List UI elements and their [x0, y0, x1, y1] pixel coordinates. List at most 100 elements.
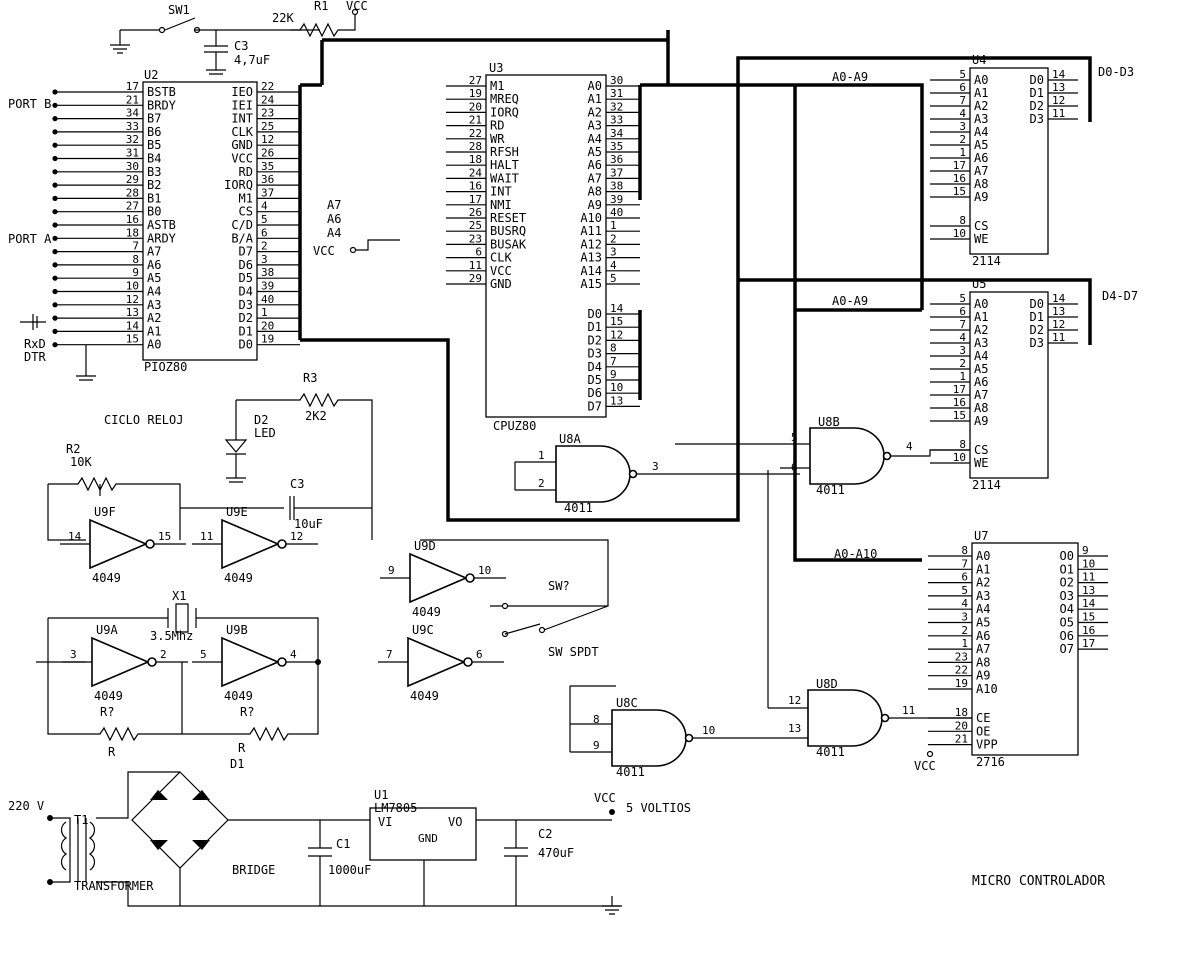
vcc-out-label: VCC	[594, 791, 616, 805]
u8c-name: U8C	[616, 696, 638, 710]
pio-left-pin-num: 21	[126, 93, 139, 106]
ram2-addr-pin-num: 2	[959, 357, 966, 370]
u9a-out: 2	[160, 648, 167, 661]
cpu-addr-pin-name: A8	[588, 185, 602, 199]
cpu-addr-pin-num: 3	[610, 246, 617, 259]
pio-left-pin-dot	[52, 235, 58, 241]
tap-vcc: VCC	[313, 244, 335, 258]
pio-right-pin-name: D4	[239, 285, 253, 299]
cpu-ctrl-pin-name: HALT	[490, 158, 519, 172]
pio-right-pin-name: B/A	[231, 231, 253, 245]
pio-left-pin-name: B4	[147, 152, 161, 166]
pio-left-pin-name: B1	[147, 191, 161, 205]
eprom-addr-pin-name: A8	[976, 655, 990, 669]
d2-label: D2	[254, 413, 268, 427]
ram1-addr-pin-num: 16	[953, 172, 966, 185]
pio-right-pin-name: D3	[239, 298, 253, 312]
u9d-name: U9D	[414, 539, 436, 553]
rq2: R?	[240, 705, 254, 719]
pio-left-pin-dot	[52, 209, 58, 215]
cpu-addr-pin-num: 2	[610, 232, 617, 245]
c3-top-value: 4,7uF	[234, 53, 270, 67]
u8b-name: U8B	[818, 415, 840, 429]
cpu-ctrl-pin-name: WAIT	[490, 171, 519, 185]
pio-left-pin-dot	[52, 142, 58, 148]
ram1-ctrl-pin-name: WE	[974, 232, 988, 246]
cpu-data-pin-name: D1	[588, 320, 602, 334]
cpu-data-pin-name: D3	[588, 347, 602, 361]
ram2-addr-pin-name: A6	[974, 375, 988, 389]
ram1-addr-pin-num: 5	[959, 68, 966, 81]
cpu-ctrl-pin-name: RFSH	[490, 145, 519, 159]
cpu-addr-pin-num: 5	[610, 272, 617, 285]
pio-left-pin-num: 28	[126, 186, 139, 199]
ram1-data-pin-name: D2	[1030, 99, 1044, 113]
pio-right-pin-num: 20	[261, 319, 274, 332]
pio-right-pin-num: 12	[261, 133, 274, 146]
cpu-ctrl-pin-num: 21	[469, 114, 482, 127]
cpu-ctrl-pin-num: 26	[469, 206, 482, 219]
cpu-addr-pin-name: A7	[588, 171, 602, 185]
pio-left-pin-name: A4	[147, 285, 161, 299]
ram2-data-pin-name: D3	[1030, 336, 1044, 350]
cpu-addr-pin-num: 33	[610, 114, 623, 127]
eprom-data-pin-num: 11	[1082, 571, 1095, 584]
addr-taps: A7 A6 A4 VCC	[313, 198, 400, 258]
pio-right-pin-name: RD	[239, 165, 253, 179]
cpu-data-pin-num: 12	[610, 328, 623, 341]
eprom-data-pin-name: O7	[1060, 642, 1074, 656]
pio-left-pin-dot	[52, 288, 58, 295]
eprom-addr-pin-name: A9	[976, 669, 990, 683]
ram1-addr-pin-name: A5	[974, 138, 988, 152]
r1-value: 22K	[272, 11, 294, 25]
pio-left-pin-dot	[52, 328, 58, 334]
u8b-out: 4	[906, 440, 913, 453]
pio-right-pin-num: 2	[261, 240, 268, 253]
eprom-addr-pin-name: A10	[976, 682, 998, 696]
cpu-addr-pin-num: 40	[610, 206, 623, 219]
pio-left-pin-dot	[52, 129, 58, 135]
eprom-addr-pin-name: A2	[976, 576, 990, 590]
pio-right-pin-name: CS	[239, 205, 253, 219]
c1-label: C1	[336, 837, 350, 851]
cpu-addr-pin-name: A12	[580, 237, 602, 251]
eprom-addr-pin-num: 22	[955, 664, 968, 677]
ram2-data-pin-name: D2	[1030, 323, 1044, 337]
cpu-addr-pin-num: 39	[610, 193, 623, 206]
ram2-addr-pin-num: 15	[953, 409, 966, 422]
eprom-data-pin-name: O5	[1060, 616, 1074, 630]
sw-q-label: SW?	[548, 579, 570, 593]
u8d-part: 4011	[816, 745, 845, 759]
bus-lines	[298, 30, 1092, 562]
pio-left-pin-num: 15	[126, 333, 139, 346]
vo-label: VO	[448, 815, 462, 829]
pio-right-pin-name: CLK	[231, 125, 253, 139]
pio-right-pin-num: 35	[261, 160, 274, 173]
ram1-data-pin-name: D3	[1030, 112, 1044, 126]
eprom-addr-pin-name: A4	[976, 602, 990, 616]
cpu-ctrl-pin-name: BUSRQ	[490, 224, 526, 238]
eprom-ctrl-pin-num: 20	[955, 719, 968, 732]
transformer-label: TRANSFORMER	[74, 879, 154, 893]
u8c-in2: 9	[593, 739, 600, 752]
cpu-addr-pin-name: A9	[588, 198, 602, 212]
ram1-addr-pin-name: A1	[974, 86, 988, 100]
pio-left-pin-num: 33	[126, 120, 139, 133]
eprom-data-pin-num: 14	[1082, 597, 1096, 610]
ram2-addr-pin-num: 7	[959, 318, 966, 331]
ram2-addr-pin-name: A1	[974, 310, 988, 324]
pio-left-pin-num: 17	[126, 80, 139, 93]
ram2-addr-pin-name: A8	[974, 401, 988, 415]
pio-right-pin-name: IORQ	[224, 178, 253, 192]
r3-label: R3	[303, 371, 317, 385]
pio-left-pin-num: 34	[126, 107, 140, 120]
pio-left-pin-dot	[52, 182, 58, 188]
pio-left-pin-num: 16	[126, 213, 139, 226]
u9f-part: 4049	[92, 571, 121, 585]
cpu-addr-pin-name: A6	[588, 158, 602, 172]
pio-left-pin-name: A6	[147, 258, 161, 272]
pio-right-pin-num: 5	[261, 213, 268, 226]
eprom-addr-pin-name: A1	[976, 562, 990, 576]
